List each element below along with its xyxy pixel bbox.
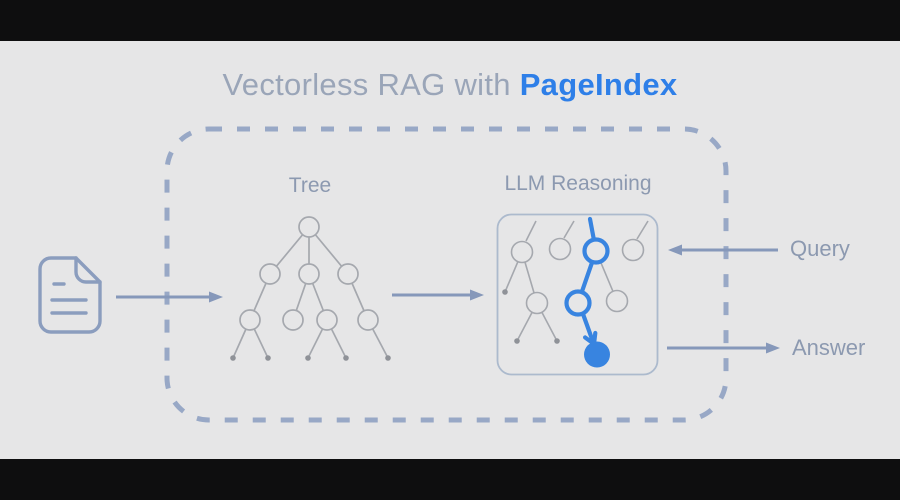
tree-section-label: Tree [288,174,332,197]
answer-label: Answer [792,335,866,360]
query-arrow [668,244,778,256]
document-icon [38,256,102,334]
blue-arrowhead [583,330,598,347]
arrowhead [209,291,223,303]
blue-node-level2 [564,289,592,317]
arrow-tree-to-llm [392,289,484,301]
llm-reasoning-label: LLM Reasoning [504,172,652,195]
title-prefix: Vectorless RAG with [222,67,511,102]
reasoning-blue-path [564,216,610,368]
arrowhead [470,289,484,301]
tree-edges [232,226,389,359]
answer-arrow [667,342,780,354]
query-label: Query [790,236,850,261]
reasoning-gray-nodes [510,237,645,315]
tree-leaf-dots [230,355,391,361]
blue-node-level1 [582,237,610,265]
reasoning-leaf-dots [502,289,560,344]
reasoning-gray-edges [504,220,649,342]
tree-root-node [298,216,320,238]
llm-reasoning-box [496,213,659,376]
arrow-doc-to-tree [116,291,223,303]
selected-node [584,341,610,368]
doc-page-outline [38,256,102,334]
title-brand: PageIndex [519,67,678,102]
arrowhead [668,244,682,256]
tree-diagram [230,216,391,361]
pipeline-dashed-border [164,126,729,423]
arrowhead [766,342,780,354]
blue-arrow-shaft [580,311,595,342]
doc-fold-corner [74,256,102,284]
reasoning-tree [502,216,649,368]
page-title: Vectorless RAG with PageIndex [0,69,900,100]
tree-nodes [239,216,379,331]
